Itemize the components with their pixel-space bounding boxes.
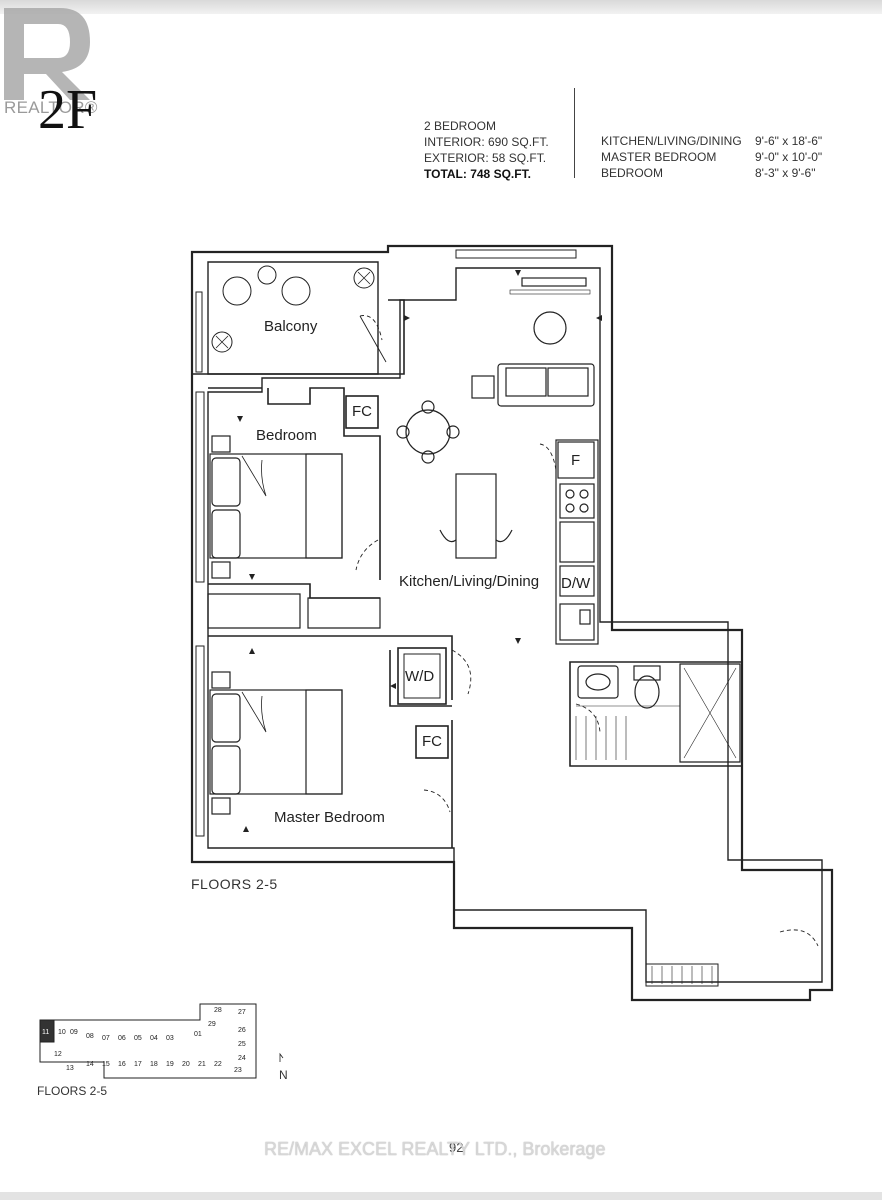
room-name: KITCHEN/LIVING/DINING	[601, 134, 742, 148]
brokerage-watermark: RE/MAX EXCEL REALTY LTD., Brokerage	[264, 1139, 606, 1159]
key-unit: 18	[150, 1061, 158, 1068]
key-plan-floors-label: FLOORS 2-5	[37, 1084, 108, 1098]
key-plan-outline	[39, 1003, 284, 1079]
balcony-wall	[192, 299, 405, 375]
shower	[679, 663, 741, 763]
key-unit: 29	[208, 1021, 216, 1028]
key-unit: 21	[198, 1061, 206, 1068]
key-unit: 07	[102, 1035, 110, 1042]
key-unit: 12	[54, 1051, 62, 1058]
top-bar	[0, 0, 882, 14]
bottom-bar	[0, 1192, 882, 1200]
realtor-logo	[4, 8, 90, 100]
north-indicator: N	[279, 1068, 288, 1082]
room-label-kitchen: Kitchen/Living/Dining	[399, 573, 540, 590]
key-unit: 26	[238, 1027, 246, 1034]
key-unit: 28	[214, 1007, 222, 1014]
room-row: MASTER BEDROOM 9'-0" x 10'-0"	[601, 149, 841, 165]
master-wall	[389, 650, 452, 707]
room-row: KITCHEN/LIVING/DINING 9'-6" x 18'-6"	[601, 133, 841, 149]
bedroom-wall	[208, 583, 380, 599]
key-unit: 13	[66, 1065, 74, 1072]
key-unit: 08	[86, 1033, 94, 1040]
fc-label: FC	[422, 733, 442, 750]
bathroom	[569, 661, 743, 767]
info-line: INTERIOR: 690 SQ.FT.	[424, 135, 549, 149]
room-label-bedroom: Bedroom	[256, 427, 317, 444]
outer-wall	[190, 244, 834, 1002]
shower-glass	[683, 667, 737, 759]
realtor-logo-text: REALTOR®	[4, 98, 98, 117]
key-unit: 05	[134, 1035, 142, 1042]
closet	[307, 597, 381, 629]
fridge-label: F	[571, 452, 581, 469]
fc-label: FC	[352, 403, 372, 420]
master-wall	[208, 635, 453, 700]
key-unit: 10	[58, 1029, 66, 1036]
key-unit: 01	[194, 1031, 202, 1038]
closet	[207, 593, 301, 629]
unit-code: 2F	[38, 79, 98, 141]
key-unit: 23	[234, 1067, 242, 1074]
key-unit: 22	[214, 1061, 222, 1068]
key-unit: 27	[238, 1009, 246, 1016]
key-unit: 19	[166, 1061, 174, 1068]
room-name: MASTER BEDROOM	[601, 150, 717, 164]
key-unit: 17	[134, 1061, 142, 1068]
room-dims: 9'-0" x 10'-0"	[755, 150, 823, 164]
key-unit: 09	[70, 1029, 78, 1036]
room-label-master: Master Bedroom	[274, 809, 385, 826]
key-unit: 16	[118, 1061, 126, 1068]
bedroom-wall	[208, 387, 381, 580]
key-unit: 20	[182, 1061, 190, 1068]
unit-info: 2 BEDROOM INTERIOR: 690 SQ.FT. EXTERIOR:…	[424, 118, 549, 182]
washer-dryer-label: W/D	[405, 668, 435, 685]
info-line: EXTERIOR: 58 SQ.FT.	[424, 151, 547, 165]
key-unit: 24	[238, 1055, 246, 1062]
key-unit: 11	[42, 1029, 50, 1036]
room-label-balcony: Balcony	[264, 318, 318, 335]
room-row: BEDROOM 8'-3" x 9'-6"	[601, 165, 841, 181]
key-unit: 03	[166, 1035, 174, 1042]
room-dims: 8'-3" x 9'-6"	[755, 166, 816, 180]
page-number: 92	[449, 1140, 464, 1155]
total-area: TOTAL: 748 SQ.FT.	[424, 167, 531, 181]
header-divider	[574, 88, 575, 178]
key-unit: 25	[238, 1041, 246, 1048]
room-dimensions: KITCHEN/LIVING/DINING 9'-6" x 18'-6" MAS…	[601, 133, 841, 181]
key-unit: 15	[102, 1061, 110, 1068]
info-line: 2 BEDROOM	[424, 119, 497, 133]
key-unit: 14	[86, 1061, 94, 1068]
key-unit: 04	[150, 1035, 158, 1042]
dishwasher-label: D/W	[561, 575, 591, 592]
inner-wall	[207, 267, 823, 983]
floors-label: FLOORS 2-5	[191, 876, 278, 892]
key-unit: 06	[118, 1035, 126, 1042]
room-dims: 9'-6" x 18'-6"	[755, 134, 823, 148]
room-name: BEDROOM	[601, 166, 664, 180]
